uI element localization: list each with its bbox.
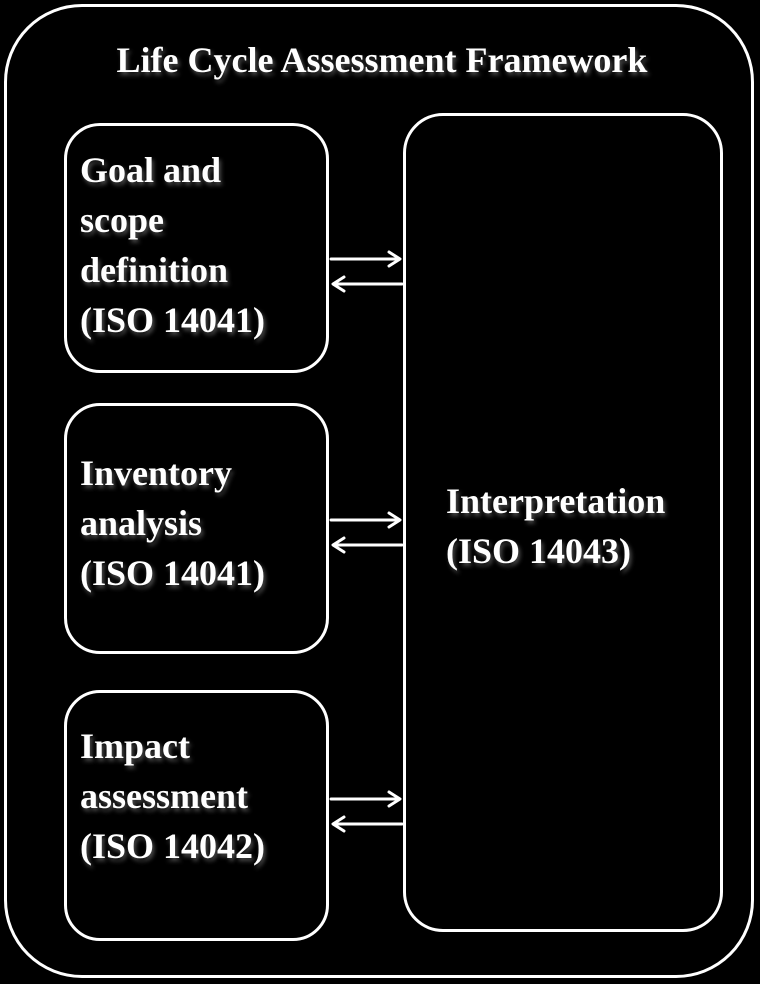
goal-scope-box: Goal and scope definition (ISO 14041) bbox=[64, 123, 329, 373]
diagram-title: Life Cycle Assessment Framework bbox=[116, 40, 648, 80]
framework-frame: Life Cycle Assessment Framework bbox=[4, 4, 754, 978]
interpretation-label: Interpretation (ISO 14043) bbox=[446, 481, 666, 571]
goal-scope-label: Goal and scope definition (ISO 14041) bbox=[80, 150, 266, 340]
inventory-analysis-label: Inventory analysis (ISO 14041) bbox=[80, 453, 266, 593]
interpretation-box: Interpretation (ISO 14043) bbox=[403, 113, 723, 932]
impact-assessment-box: Impact assessment (ISO 14042) bbox=[64, 690, 329, 941]
inventory-analysis-box: Inventory analysis (ISO 14041) bbox=[64, 403, 329, 654]
impact-assessment-label: Impact assessment (ISO 14042) bbox=[80, 726, 266, 866]
